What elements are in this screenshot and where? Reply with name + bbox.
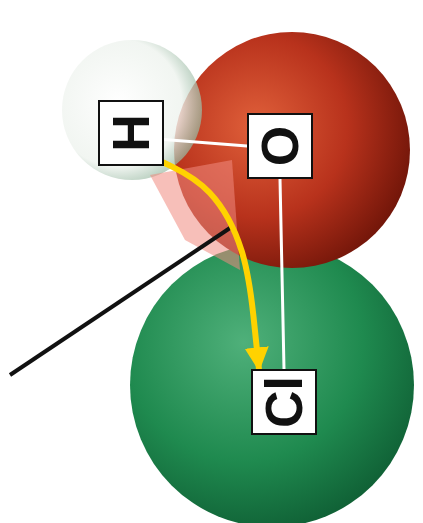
atom-symbol: H	[105, 114, 157, 152]
atom-label-box: Cl	[251, 369, 317, 435]
bond-line	[164, 140, 247, 146]
atom-label-box: O	[247, 113, 313, 179]
atom-label-box: H	[98, 100, 164, 166]
chlorine-atom	[130, 243, 414, 523]
hydrogen-atom	[62, 40, 202, 180]
bond-line	[280, 179, 284, 369]
atom-symbol: Cl	[258, 376, 310, 428]
atom-symbol: O	[254, 126, 306, 166]
electron-arrow	[164, 163, 259, 369]
leader-line	[10, 228, 230, 375]
